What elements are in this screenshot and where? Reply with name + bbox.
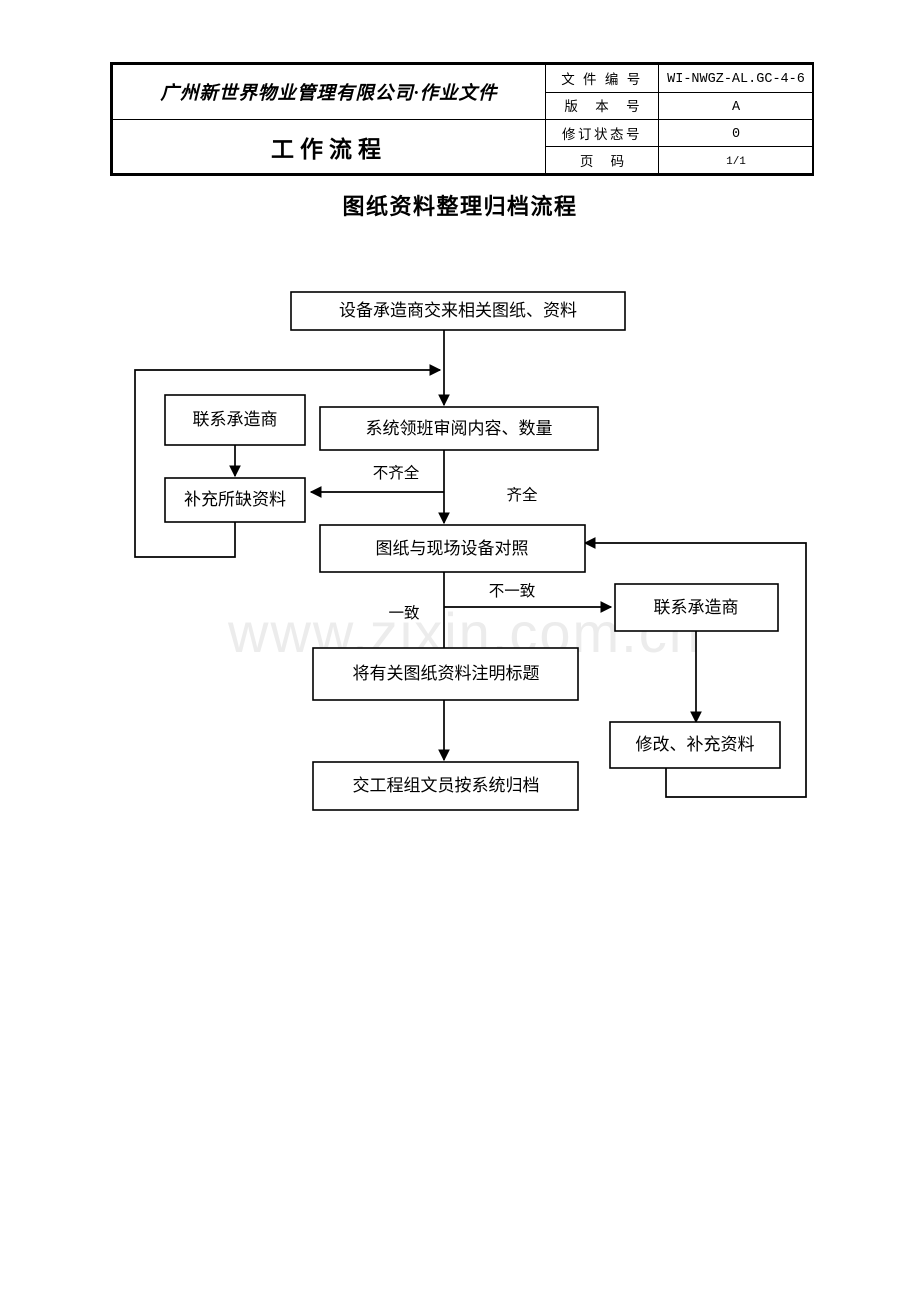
revision-value: 0 xyxy=(731,127,741,142)
node-mark-title: 将有关图纸资料注明标题 xyxy=(312,647,579,701)
doc-number-value: WI-NWGZ-AL.GC-4-6 xyxy=(667,72,805,88)
field-value-page: 1/1 xyxy=(658,146,814,174)
node-start-label: 设备承造商交来相关图纸、资料 xyxy=(339,301,577,320)
version-label: 版 本 号 xyxy=(564,99,647,115)
header-row-3: 工作流程 修订状态号 0 xyxy=(112,119,814,174)
flowchart: 不齐全 齐全 不一致 一致 设备承造商交来相关图纸、资料 联系承造商 系统领班审… xyxy=(0,260,920,840)
node-modify-label: 修改、补充资料 xyxy=(636,735,755,754)
edge-label-complete: 齐全 xyxy=(506,486,538,504)
node-contact-right-label: 联系承造商 xyxy=(654,598,739,617)
node-contact-left-label: 联系承造商 xyxy=(193,410,278,429)
node-review: 系统领班审阅内容、数量 xyxy=(319,406,599,451)
doc-number-label: 文 件 编 号 xyxy=(561,71,643,87)
company-name: 广州新世界物业管理有限公司·作业文件 xyxy=(160,84,498,104)
section-title: 工作流程 xyxy=(271,136,387,162)
version-value: A xyxy=(731,99,741,115)
field-value-version: A xyxy=(658,91,814,120)
field-value-doc-number: WI-NWGZ-AL.GC-4-6 xyxy=(658,64,814,93)
edge-supplement-loop-to-review xyxy=(134,364,442,558)
edge-label-mismatch: 不一致 xyxy=(489,582,536,600)
node-start: 设备承造商交来相关图纸、资料 xyxy=(290,291,626,331)
section-title-cell: 工作流程 xyxy=(112,119,546,174)
node-mark-title-label: 将有关图纸资料注明标题 xyxy=(353,664,540,683)
edge-label-match: 一致 xyxy=(388,604,420,622)
node-archive-label: 交工程组文员按系统归档 xyxy=(353,776,540,795)
node-review-label: 系统领班审阅内容、数量 xyxy=(366,419,553,438)
field-label-revision: 修订状态号 xyxy=(545,119,659,147)
revision-label: 修订状态号 xyxy=(562,126,642,142)
header-row-4: 页 码 1/1 xyxy=(113,146,814,174)
page-label: 页 码 xyxy=(579,153,632,169)
field-label-page: 页 码 xyxy=(545,146,659,174)
node-contact-right: 联系承造商 xyxy=(614,583,779,632)
field-label-doc-number: 文 件 编 号 xyxy=(545,64,659,93)
node-modify: 修改、补充资料 xyxy=(609,721,781,769)
edge-label-incomplete: 不齐全 xyxy=(373,464,420,482)
header-row-1: 广州新世界物业管理有限公司·作业文件 文 件 编 号 WI-NWGZ-AL.GC… xyxy=(112,64,814,120)
field-value-revision: 0 xyxy=(658,119,814,147)
edge-modify-loop-to-compare xyxy=(583,537,807,798)
page-value: 1/1 xyxy=(726,156,746,168)
header-row-2: 版 本 号 A xyxy=(113,91,814,120)
node-supplement: 补充所缺资料 xyxy=(164,477,306,523)
node-compare-label: 图纸与现场设备对照 xyxy=(376,539,529,558)
field-label-version: 版 本 号 xyxy=(545,91,659,120)
node-supplement-label: 补充所缺资料 xyxy=(184,490,286,509)
page-title: 图纸资料整理归档流程 xyxy=(342,194,578,219)
document-header-table: 广州新世界物业管理有限公司·作业文件 文 件 编 号 WI-NWGZ-AL.GC… xyxy=(110,62,814,176)
node-archive: 交工程组文员按系统归档 xyxy=(312,761,579,811)
node-compare: 图纸与现场设备对照 xyxy=(319,524,586,573)
company-name-cell: 广州新世界物业管理有限公司·作业文件 xyxy=(112,64,546,120)
node-contact-left: 联系承造商 xyxy=(164,394,306,446)
